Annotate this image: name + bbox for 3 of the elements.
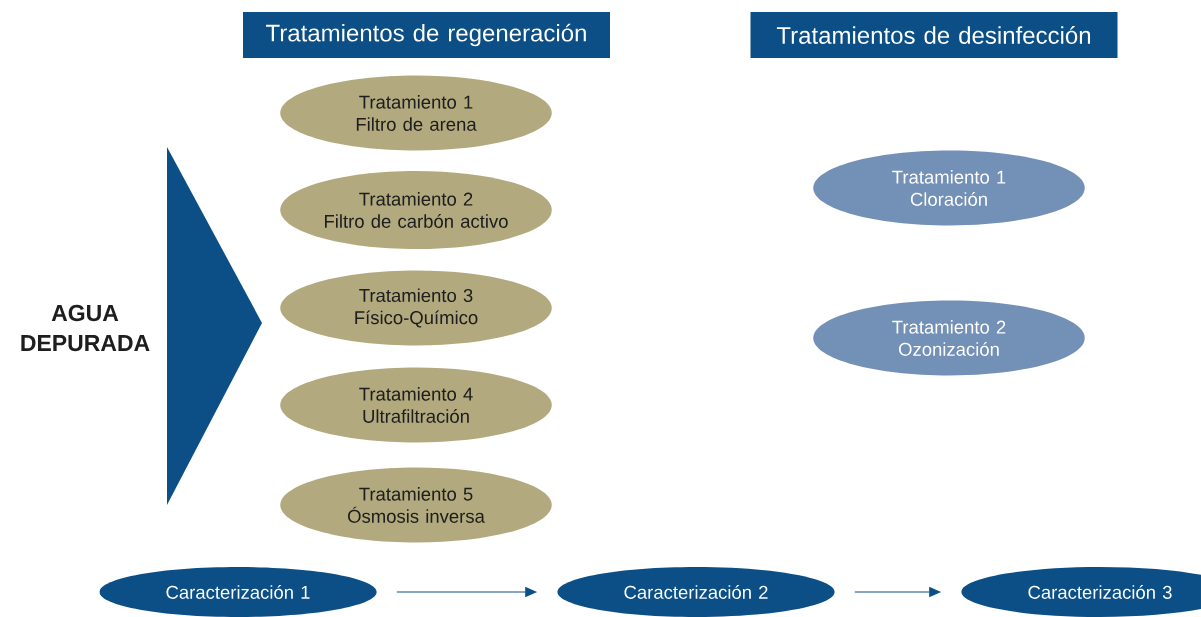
header-box: Tratamientos de regeneración [243, 12, 610, 58]
inlet-label: AGUA DEPURADA [21, 304, 150, 352]
header-box: Tratamientos de desinfección [750, 12, 1118, 58]
